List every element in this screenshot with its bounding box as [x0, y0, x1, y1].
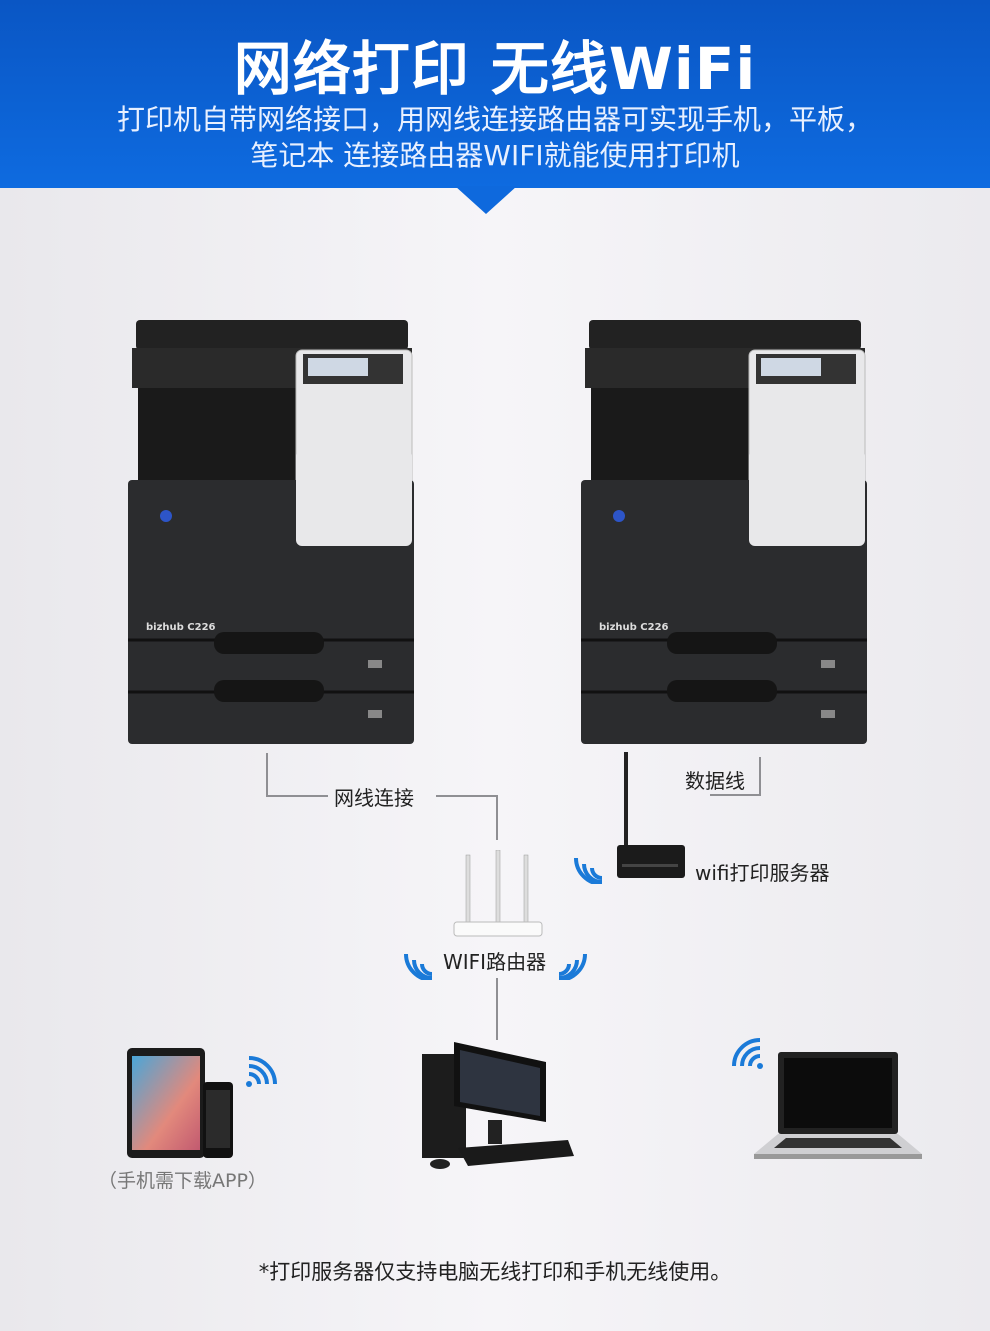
cable-line [759, 757, 761, 796]
wifi-icon [732, 1038, 763, 1069]
tablet-and-phone [127, 1048, 233, 1158]
wifi-icon [404, 953, 433, 980]
cable-line [266, 795, 328, 797]
cable-line [710, 794, 760, 796]
router-label: WIFI路由器 [443, 950, 547, 974]
wifi-router [453, 850, 543, 937]
page-title: 网络打印 无线WiFi [233, 35, 757, 103]
cable-line [496, 978, 498, 1040]
cable-line [436, 795, 497, 797]
desktop-computer [422, 1042, 574, 1169]
printer-left: bizhub C226 [128, 320, 414, 744]
subtitle-line-2: 笔记本 连接路由器WIFI就能使用打印机 [250, 139, 740, 172]
svg-text:bizhub C226: bizhub C226 [599, 622, 669, 633]
wifi-icon [246, 1056, 277, 1087]
cable-line [496, 795, 498, 840]
data-cable-label: 数据线 [685, 769, 745, 793]
footnote: *打印服务器仅支持电脑无线打印和手机无线使用。 [258, 1260, 732, 1284]
network-cable-label: 网线连接 [334, 786, 414, 810]
wifi-icon [574, 857, 603, 884]
svg-text:bizhub C226: bizhub C226 [146, 622, 216, 633]
printer-right: bizhub C226 [581, 320, 867, 744]
cable-line [266, 753, 268, 796]
laptop [754, 1052, 922, 1159]
wifi-icon [558, 953, 587, 980]
header-notch [455, 186, 517, 214]
subtitle-line-1: 打印机自带网络接口，用网线连接路由器可实现手机，平板， [116, 103, 873, 136]
print-server-label: wifi打印服务器 [695, 861, 830, 885]
header-banner [0, 0, 990, 188]
phone-note: （手机需下载APP） [98, 1170, 267, 1192]
wifi-print-server [617, 752, 685, 878]
